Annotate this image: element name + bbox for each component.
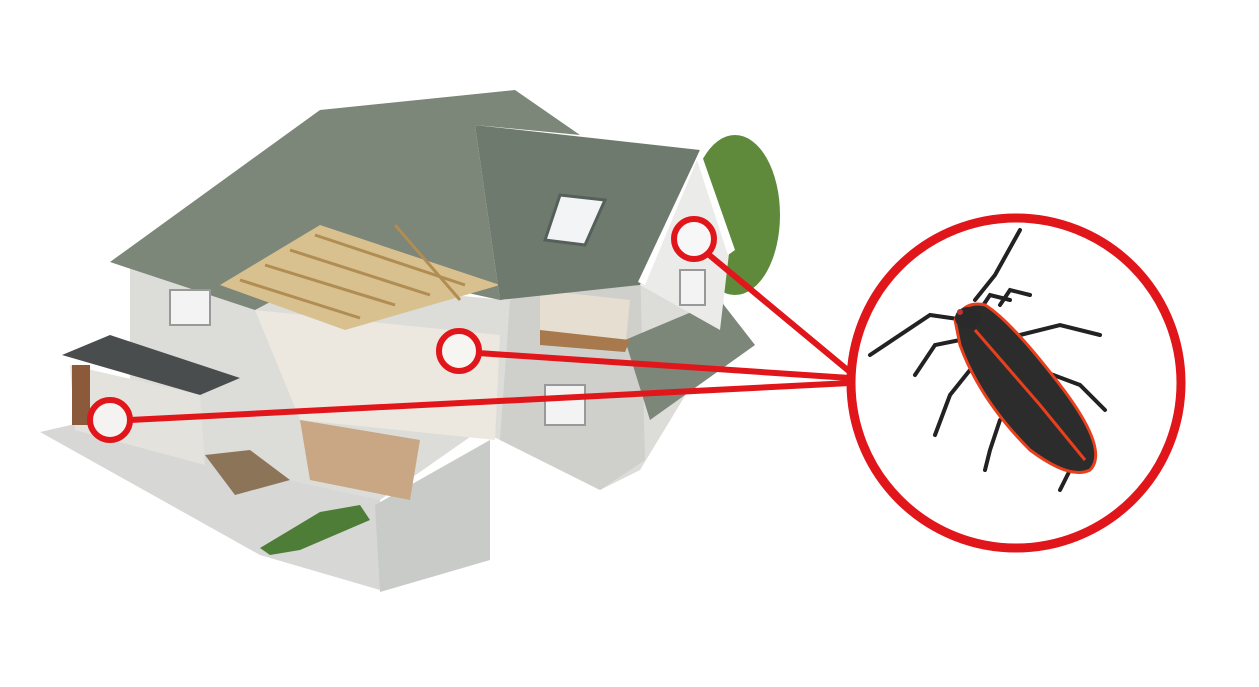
callout-porch-door xyxy=(87,397,133,443)
callout-circles xyxy=(87,216,717,443)
callout-gable-vent xyxy=(671,216,717,262)
callout-window xyxy=(436,328,482,374)
magnified-bug-callout xyxy=(846,213,1186,553)
house-cutaway-icon xyxy=(40,90,780,592)
callout-lines xyxy=(129,251,852,423)
